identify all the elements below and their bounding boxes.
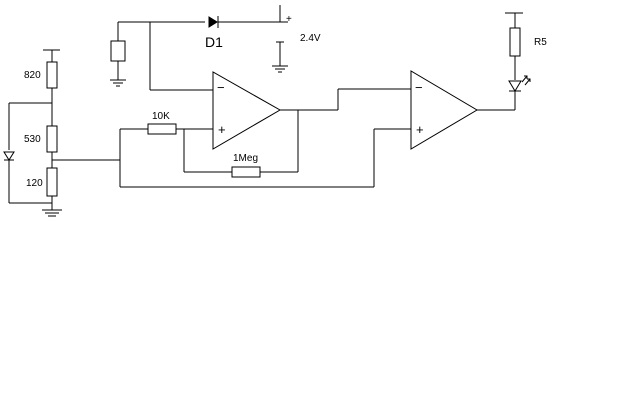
top-branch: + bbox=[110, 5, 292, 90]
resistor-820 bbox=[46, 61, 58, 89]
label-r820: 820 bbox=[24, 70, 41, 81]
diode-side bbox=[3, 151, 15, 161]
label-r120: 120 bbox=[26, 178, 43, 189]
resistor-r5 bbox=[509, 27, 521, 57]
led-icon bbox=[508, 75, 531, 92]
diode-d1 bbox=[208, 16, 219, 28]
resistor-120 bbox=[46, 167, 58, 197]
opamp-1-minus: − bbox=[217, 80, 225, 95]
label-r530: 530 bbox=[24, 134, 41, 145]
ground-symbol-left bbox=[42, 209, 62, 217]
battery-plus-label: + bbox=[286, 14, 292, 25]
led-branch bbox=[505, 12, 531, 110]
opamp-1: − + bbox=[212, 71, 282, 150]
input-network bbox=[119, 110, 374, 188]
component-box bbox=[110, 40, 126, 62]
resistor-1meg bbox=[231, 166, 261, 178]
label-r1meg: 1Meg bbox=[233, 153, 258, 164]
resistor-530 bbox=[46, 125, 58, 153]
label-d1: D1 bbox=[205, 34, 223, 50]
label-r10k: 10K bbox=[152, 111, 170, 122]
opamp-2-minus: − bbox=[415, 80, 423, 95]
resistor-10k bbox=[147, 123, 177, 135]
voltage-divider bbox=[3, 49, 120, 217]
label-battery: 2.4V bbox=[300, 33, 321, 44]
opamp-1-plus: + bbox=[218, 122, 226, 137]
ground-symbol-box bbox=[110, 79, 126, 87]
opamp-2-plus: + bbox=[416, 122, 424, 137]
opamp-2: − + bbox=[410, 70, 478, 150]
label-r5: R5 bbox=[534, 37, 547, 48]
battery-2v4 bbox=[272, 21, 288, 73]
